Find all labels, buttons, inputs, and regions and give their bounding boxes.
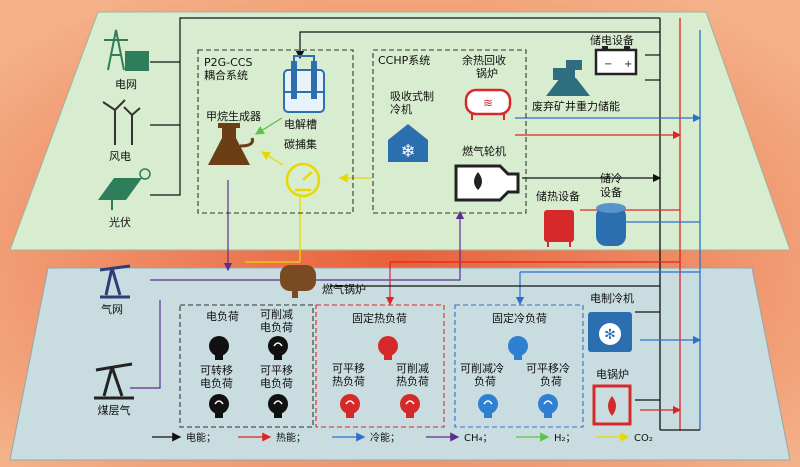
solar-panel-icon xyxy=(98,168,151,210)
wind-turbine-icon xyxy=(102,99,141,145)
bulb-icon xyxy=(478,394,498,418)
absorption-chiller-label-1: 吸收式制 xyxy=(390,89,434,103)
heat-load-title: 固定热负荷 xyxy=(352,311,407,325)
bulb-icon xyxy=(508,336,528,360)
methanator-label: 甲烷生成器 xyxy=(206,109,261,123)
svg-text:+: + xyxy=(624,59,632,70)
waste-heat-boiler-icon: ≋ xyxy=(464,88,512,120)
p2g-title-1: P2G-CCS xyxy=(204,56,252,69)
h2-to-methanator xyxy=(254,117,283,135)
absorption-chiller-label-2: 冷机 xyxy=(390,102,412,116)
carbon-capture-icon xyxy=(285,162,321,198)
grid-line xyxy=(150,17,660,63)
reducible-heat-label-1: 可削减 xyxy=(396,361,429,375)
bulb-icon xyxy=(400,394,420,418)
heat-load-box xyxy=(315,304,445,428)
electric-boiler-label: 电锅炉 xyxy=(596,368,629,381)
cold-storage-icon xyxy=(596,203,626,246)
reducible-heat-label-2: 热负荷 xyxy=(396,374,429,388)
electric-chiller-icon: ✻ xyxy=(588,312,632,352)
bulb-icon xyxy=(209,394,229,418)
electric-chiller-label: 电制冷机 xyxy=(590,291,634,305)
legend-electric-label: 电能； xyxy=(186,431,216,444)
gravity-storage-label: 废弃矿井重力储能 xyxy=(532,99,620,113)
gas-network-icon xyxy=(99,264,131,299)
reducible-cool-label-1: 可削减冷 xyxy=(460,361,504,375)
cool-load-box xyxy=(454,304,584,428)
cold-storage-label-2: 设备 xyxy=(600,185,622,199)
reducible-electric-label-1: 可削减 xyxy=(260,307,293,321)
legend-co2-label: CO₂ xyxy=(634,433,653,444)
grid-label: 电网 xyxy=(115,78,137,91)
shiftable-heat-label-2: 热负荷 xyxy=(332,374,365,388)
carbon-capture-label: 碳捕集 xyxy=(284,137,317,151)
coalbed-methane-icon xyxy=(94,362,134,400)
battery-icon: − + xyxy=(594,46,638,76)
reducible-electric-label-2: 电负荷 xyxy=(260,320,293,334)
svg-text:✻: ✻ xyxy=(604,327,616,343)
cold-storage-label-1: 储冷 xyxy=(600,171,622,185)
cool-load-title: 固定冷负荷 xyxy=(492,311,547,325)
electric-to-electrolyzer xyxy=(295,31,660,60)
shiftable-cool-label-2: 负荷 xyxy=(540,374,562,388)
cchp-box xyxy=(372,49,527,214)
bulb-icon xyxy=(268,336,288,360)
coalbed-methane-label: 煤层气 xyxy=(98,403,131,417)
legend-ch4-label: CH₄； xyxy=(464,433,493,444)
shiftable-cool-label-1: 可平移冷 xyxy=(526,362,570,375)
reducible-cool-label-2: 负荷 xyxy=(474,374,496,388)
cchp-title: CCHP系统 xyxy=(378,54,430,67)
gas-boiler-label: 燃气锅炉 xyxy=(322,282,366,296)
svg-text:≋: ≋ xyxy=(483,96,493,110)
electric-load-title: 电负荷 xyxy=(206,309,239,323)
wind-label: 风电 xyxy=(109,150,131,163)
ch4-coalbed xyxy=(130,300,161,389)
gas-boiler-icon xyxy=(280,265,316,298)
pv-line xyxy=(150,125,181,196)
p2g-ccs-box xyxy=(197,49,354,214)
waste-heat-boiler-label-1: 余热回收 xyxy=(462,53,506,67)
legend-heat-label: 热能； xyxy=(276,431,306,444)
gas-turbine-label: 燃气轮机 xyxy=(462,144,506,158)
bulb-icon xyxy=(209,336,229,360)
bulb-icon xyxy=(268,394,288,418)
transferable-electric-label-1: 可转移 xyxy=(200,363,233,377)
electrolyzer-label: 电解槽 xyxy=(284,117,317,131)
co2-to-methanator xyxy=(260,151,284,166)
electric-storage-label: 储电设备 xyxy=(590,33,634,47)
heat-storage-icon xyxy=(544,210,574,247)
shiftable-electric-label-1: 可平移 xyxy=(260,364,293,377)
absorption-chiller-icon: ❄ xyxy=(388,124,428,162)
svg-text:❄: ❄ xyxy=(400,141,415,162)
transferable-electric-label-2: 电负荷 xyxy=(200,376,233,390)
ch4-gas-network xyxy=(150,210,465,281)
heat-storage-label: 储热设备 xyxy=(536,189,580,203)
waste-heat-boiler-label-2: 锅炉 xyxy=(476,67,498,80)
gravity-storage-icon xyxy=(546,60,590,96)
bulb-icon xyxy=(378,336,398,360)
bulb-icon xyxy=(538,394,558,418)
legend: 电能； 热能； 冷能； CH₄； H₂； CO₂ xyxy=(152,431,653,444)
gas-turbine-icon xyxy=(454,164,520,202)
svg-text:−: − xyxy=(604,59,612,70)
pv-label: 光伏 xyxy=(109,215,131,229)
legend-cooling-label: 冷能； xyxy=(370,431,400,444)
legend-h2-label: H₂； xyxy=(554,433,576,444)
electric-boiler-icon xyxy=(592,384,632,426)
methanator-icon xyxy=(208,123,254,165)
bulb-icon xyxy=(340,394,360,418)
grid-tower-icon xyxy=(104,29,149,71)
gas-network-label: 气网 xyxy=(101,302,123,316)
electrolyzer-icon xyxy=(283,55,325,113)
electric-load-box xyxy=(179,304,314,428)
p2g-title-2: 耦合系统 xyxy=(204,68,248,82)
shiftable-heat-label-1: 可平移 xyxy=(332,362,365,375)
shiftable-electric-label-2: 电负荷 xyxy=(260,376,293,390)
